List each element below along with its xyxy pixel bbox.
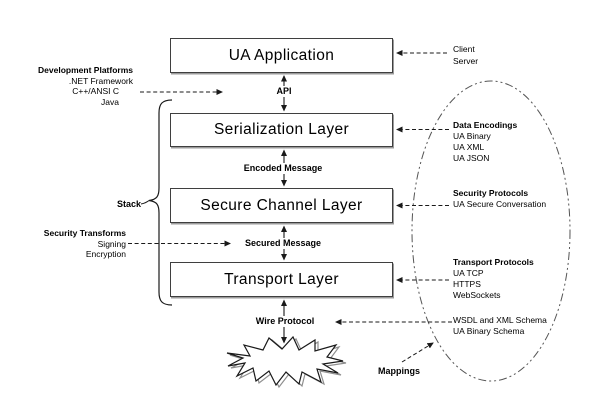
layer-box-secure-channel: Secure Channel Layer (170, 188, 393, 223)
annotation-title: Transport Protocols (453, 257, 534, 267)
annotation-title: Security Protocols (453, 188, 529, 198)
right-annotation-arrows (335, 50, 452, 363)
annotation-item: Encryption (85, 249, 126, 259)
layer-label-transport: Transport Layer (224, 270, 339, 288)
annotation-item: WebSockets (453, 290, 501, 300)
annotation-item: Signing (97, 238, 126, 249)
annotation-security-protocols: Security Protocols UA Secure Conversatio… (453, 188, 546, 210)
annotation-client-server: Client Server (453, 44, 478, 67)
stack-label: Stack (116, 199, 141, 209)
left-annotation-arrows (128, 89, 231, 247)
annotation-item: UA JSON (453, 153, 490, 163)
annotation-item: HTTPS (453, 279, 481, 289)
annotation-item: UA Binary (453, 131, 491, 141)
stack-brace (148, 99, 173, 306)
connector-label-api: API (273, 86, 295, 97)
layer-label-secure-channel: Secure Channel Layer (200, 196, 363, 214)
annotation-item: UA TCP (453, 268, 484, 278)
annotation-schemas: WSDL and XML Schema UA Binary Schema (453, 315, 547, 337)
mappings-label: Mappings (378, 366, 420, 376)
annotation-item: Java (101, 96, 119, 107)
layer-box-serialization: Serialization Layer (170, 113, 393, 147)
layer-label-serialization: Serialization Layer (213, 121, 350, 138)
annotation-item: UA XML (453, 142, 485, 152)
annotation-item: Client (453, 44, 475, 54)
layer-label-ua-application: UA Application (228, 46, 335, 64)
connector-label-encoded-message: Encoded Message (240, 163, 326, 174)
annotation-item: Server (453, 55, 479, 66)
layer-box-ua-application: UA Application (170, 38, 393, 73)
annotation-item: C++/ANSI C (72, 86, 119, 96)
annotation-title: Data Encodings (453, 120, 518, 130)
connector-label-secured-message: Secured Message (241, 238, 325, 249)
network-starburst (226, 335, 347, 389)
annotation-title: Security Transforms (43, 228, 126, 238)
annotation-item: UA Binary Schema (453, 326, 525, 336)
annotation-transport-protocols: Transport Protocols UA TCP HTTPS WebSock… (453, 257, 534, 301)
annotation-security-transforms: Security Transforms Signing Encryption (20, 228, 126, 260)
connector-label-wire-protocol: Wire Protocol (252, 316, 318, 327)
annotation-data-encodings: Data Encodings UA Binary UA XML UA JSON (453, 120, 517, 164)
starburst-outline (226, 335, 344, 387)
mappings-ellipse (411, 80, 571, 382)
stack-brace-tick (140, 200, 150, 205)
annotation-item: .NET Framework (68, 75, 133, 86)
annotation-development-platforms: Development Platforms .NET Framework C++… (30, 65, 133, 107)
layer-box-transport: Transport Layer (170, 262, 393, 297)
arrow-mappings (401, 342, 434, 363)
annotation-item: WSDL and XML Schema (453, 315, 547, 325)
annotation-title: Development Platforms (38, 65, 133, 75)
annotation-item: UA Secure Conversation (453, 199, 547, 209)
